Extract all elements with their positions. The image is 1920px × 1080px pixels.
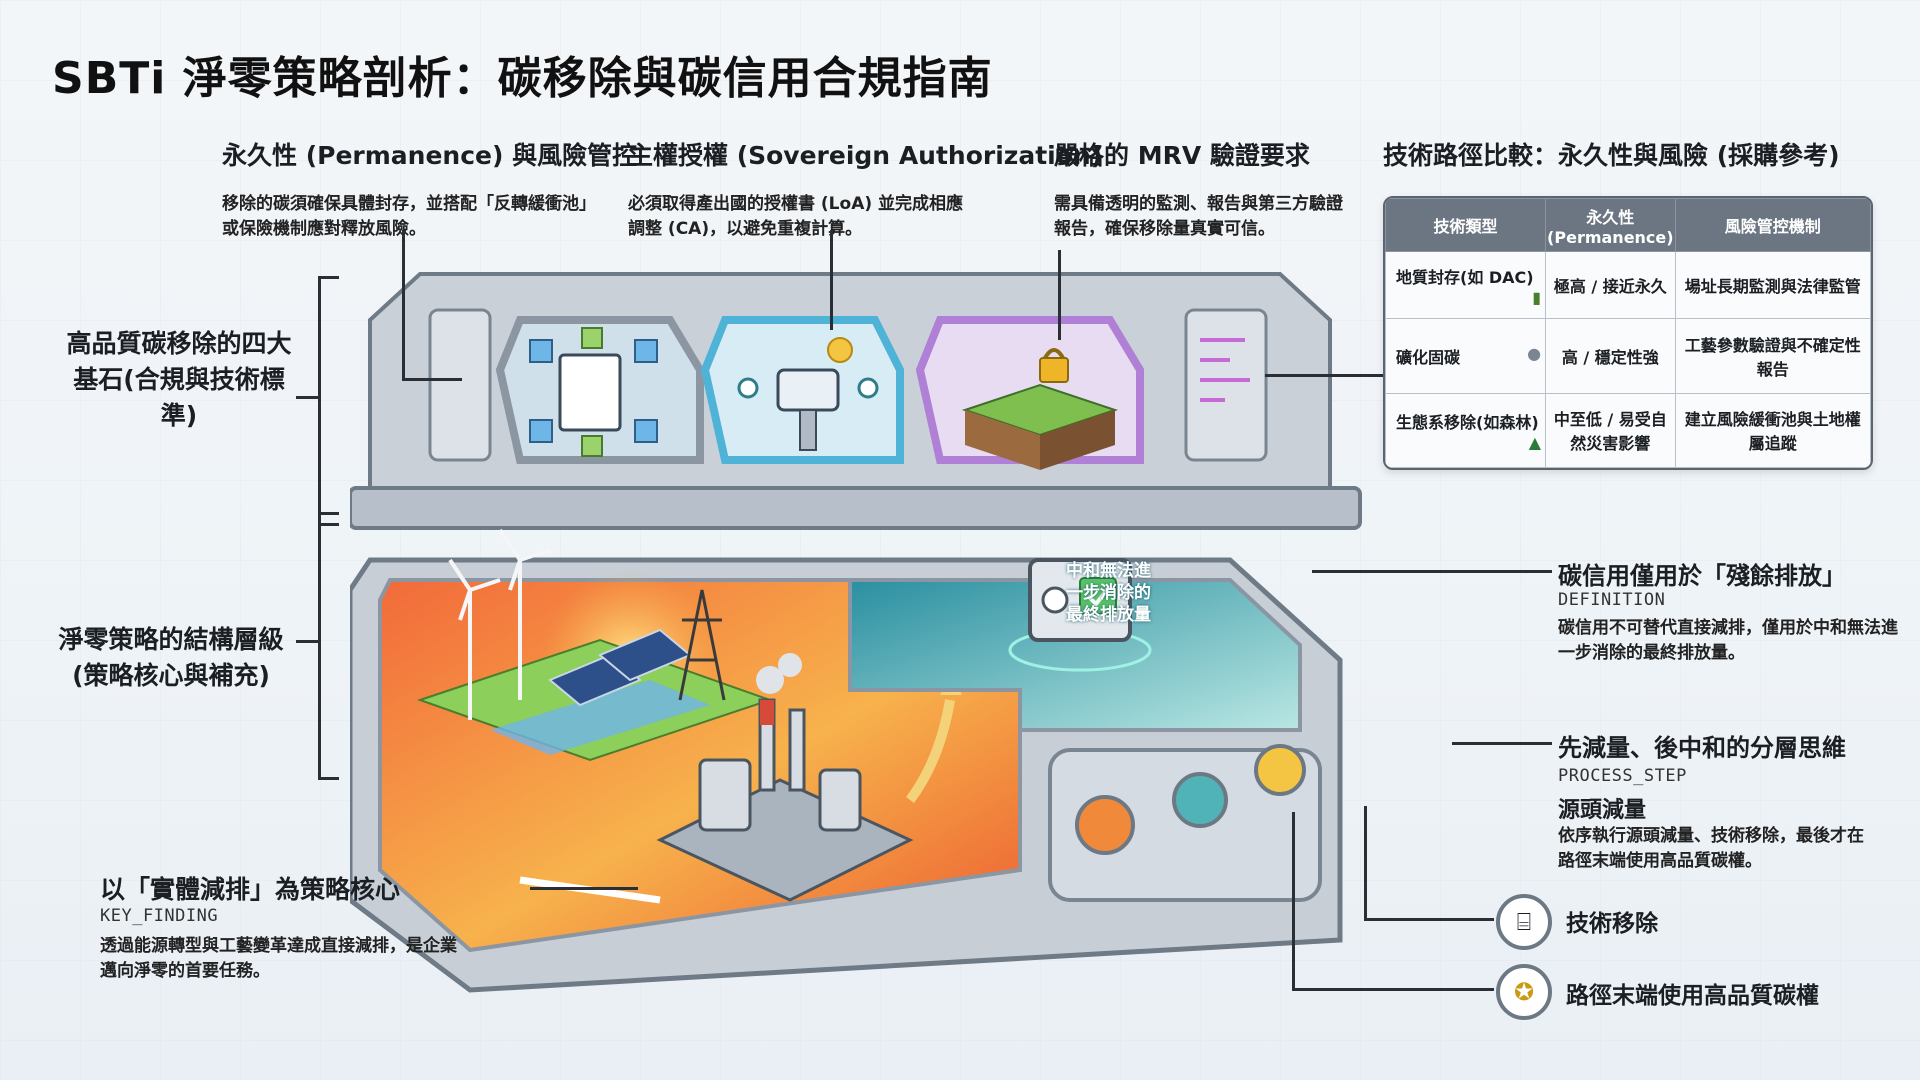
pillars-bracket-tick xyxy=(296,396,320,399)
row-risk: 建立風險緩衝池與土地權屬追蹤 xyxy=(1674,392,1871,468)
process-callout-tag: PROCESS_STEP xyxy=(1558,766,1687,786)
process-callout-heading: 先減量、後中和的分層思維 xyxy=(1558,734,1846,762)
connector-permanence xyxy=(402,230,405,380)
credit-callout-text: 碳信用不可替代直接減排，僅用於中和無法進一步消除的最終排放量。 xyxy=(1558,618,1898,663)
step-technical-removal: 技術移除 xyxy=(1566,911,1658,937)
mrv-heading: 嚴格的 MRV 驗證要求 xyxy=(1054,141,1310,170)
finding-tag: KEY_FINDING xyxy=(100,906,219,926)
row-type: 礦化固碳 xyxy=(1396,347,1461,367)
connector-step2-h xyxy=(1292,988,1494,991)
capture-tube-icon: ⌸ xyxy=(1496,894,1552,950)
finding-text: 透過能源轉型與工藝變革達成直接減排，是企業邁向淨零的首要任務。 xyxy=(100,936,457,981)
row-type: 地質封存(如 DAC) xyxy=(1396,267,1534,287)
upper-shelf-base xyxy=(350,486,1362,530)
connector-step1-v xyxy=(1364,806,1367,921)
pillars-bracket xyxy=(318,276,339,526)
connector-step1-h xyxy=(1364,918,1494,921)
connector-credit xyxy=(1312,570,1552,573)
process-callout-text: 依序執行源頭減量、技術移除，最後才在路徑末端使用高品質碳權。 xyxy=(1558,826,1864,871)
technology-comparison-table: 技術類型 永久性(Permanence) 風險管控機制 地質封存(如 DAC) … xyxy=(1383,196,1873,470)
structure-bracket xyxy=(318,512,339,780)
net-zero-illustration xyxy=(350,272,1362,993)
step-high-quality-credits: 路徑末端使用高品質碳權 xyxy=(1566,983,1819,1009)
credit-callout-tag: DEFINITION xyxy=(1558,590,1666,610)
page-title: SBTi 淨零策略剖析：碳移除與碳信用合規指南 xyxy=(52,53,993,104)
connector-mrv xyxy=(1058,250,1061,340)
connector-permanence-h xyxy=(402,378,462,381)
certificate-seal-icon: ✪ xyxy=(1496,964,1552,1020)
neutralization-zone xyxy=(848,578,1302,732)
row-permanence: 高 / 穩定性強 xyxy=(1545,318,1676,394)
table-title: 技術路徑比較：永久性與風險 (採購參考) xyxy=(1383,141,1840,170)
row-permanence: 中至低 / 易受自然災害影響 xyxy=(1545,392,1676,468)
forest-icon: ▲ xyxy=(1528,432,1542,452)
table-row: 生態系移除(如森林) ▲ 中至低 / 易受自然災害影響 建立風險緩衝池與土地權屬… xyxy=(1385,392,1871,468)
row-permanence: 極高 / 接近永久 xyxy=(1545,250,1676,320)
rock-co2-icon: ● xyxy=(1527,343,1542,363)
right-screen-panel xyxy=(1184,308,1268,462)
sovereign-text: 必須取得產出國的授權書 (LoA) 並完成相應調整 (CA)，以避免重複計算。 xyxy=(628,194,964,239)
connector-finding xyxy=(530,887,638,890)
geological-storage-icon: ▮ xyxy=(1532,287,1542,307)
connector-step2-v xyxy=(1292,812,1295,990)
table-header-permanence: 永久性(Permanence) xyxy=(1545,198,1676,252)
process-step-title: 源頭減量 xyxy=(1558,798,1647,823)
structure-label: 淨零策略的結構層級(策略核心與補充) xyxy=(58,625,284,690)
left-side-panel xyxy=(428,308,492,462)
row-type: 生態系移除(如森林) xyxy=(1396,412,1539,432)
connector-sovereign xyxy=(830,230,833,330)
table-row: 礦化固碳 ● 高 / 穩定性強 工藝參數驗證與不確定性報告 xyxy=(1385,318,1871,394)
safe-box-label: 中和無法進一步消除的最終排放量 xyxy=(1066,561,1151,625)
finding-heading: 以「實體減排」為策略核心 xyxy=(100,875,401,904)
mrv-text: 需具備透明的監測、報告與第三方驗證報告，確保移除量真實可信。 xyxy=(1054,194,1343,239)
sovereign-heading: 主權授權 (Sovereign Authorization) xyxy=(628,141,1103,170)
pillars-label: 高品質碳移除的四大基石(合規與技術標準) xyxy=(66,329,292,430)
connector-table xyxy=(1265,374,1383,377)
permanence-heading: 永久性 (Permanence) 與風險管控 xyxy=(222,141,638,170)
step-column xyxy=(1048,748,1322,902)
connector-process xyxy=(1452,742,1552,745)
table-header-type: 技術類型 xyxy=(1385,198,1547,252)
table-row: 地質封存(如 DAC) ▮ 極高 / 接近永久 場址長期監測與法律監管 xyxy=(1385,250,1871,320)
credit-callout-heading: 碳信用僅用於「殘餘排放」 xyxy=(1558,562,1846,590)
table-header-risk: 風險管控機制 xyxy=(1674,198,1871,252)
permanence-text: 移除的碳須確保具體封存，並搭配「反轉緩衝池」或保險機制應對釋放風險。 xyxy=(222,194,588,239)
row-risk: 場址長期監測與法律監管 xyxy=(1674,250,1871,320)
row-risk: 工藝參數驗證與不確定性報告 xyxy=(1674,318,1871,394)
structure-bracket-tick xyxy=(296,640,320,643)
